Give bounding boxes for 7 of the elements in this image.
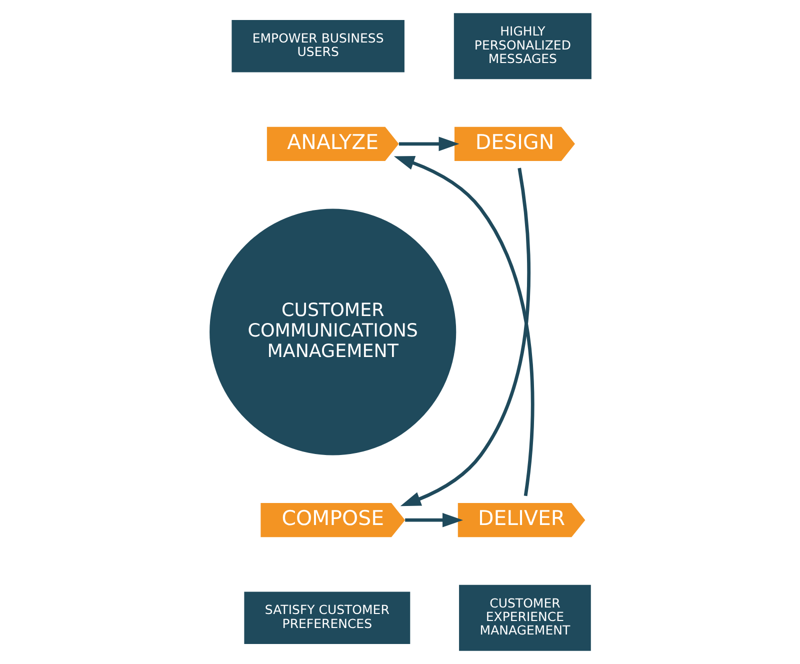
arrow bbox=[398, 136, 459, 152]
node-box: HIGHLY PERSONALIZED MESSAGES bbox=[453, 13, 591, 80]
node-box: EMPOWER BUSINESS USERS bbox=[231, 20, 404, 72]
node-box: SATISFY CUSTOMER PREFERENCES bbox=[244, 592, 410, 644]
arrow bbox=[404, 512, 463, 528]
node-circle: CUSTOMER COMMUNICATIONS MANAGEMENT bbox=[209, 208, 456, 456]
node-box: CUSTOMER EXPERIENCE MANAGEMENT bbox=[458, 584, 590, 651]
